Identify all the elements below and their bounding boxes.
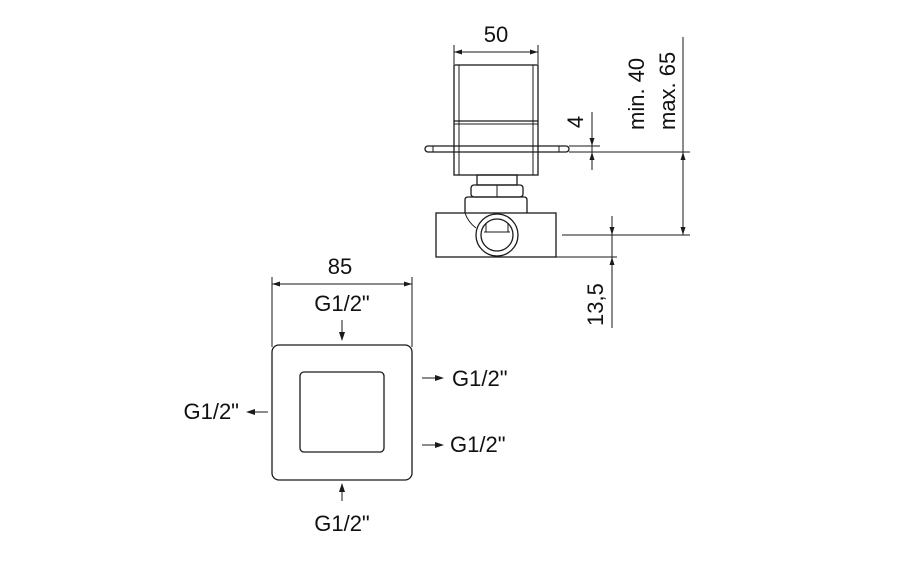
dimension-85: 85 [271,254,413,347]
arrow-right-icon [435,375,444,381]
connection-label: G1/2" [452,366,508,391]
dimension-label: 13,5 [583,283,608,326]
outer-plate [271,344,413,481]
cover-plate [424,145,570,153]
connection-left: G1/2" [183,399,268,424]
connection-right-upper: G1/2" [422,366,508,391]
handle [453,64,539,176]
dimension-depth: min. 40 max. 65 [562,37,690,236]
connection-label: G1/2" [450,432,506,457]
connection-label: G1/2" [314,291,370,316]
valve-body [435,174,557,258]
dimension-label-max: max. 65 [655,52,680,130]
arrow-right-icon [435,442,444,448]
connection-bottom: G1/2" [314,483,370,536]
connection-top: G1/2" [314,291,370,341]
dimension-13-5: 13,5 [556,216,617,328]
dimension-4: 4 [563,112,600,170]
connection-right-lower: G1/2" [422,432,506,457]
front-view: 85 G1/2" G1/2" G1/2" G1/2" G1/2" [183,254,507,536]
dimension-50: 50 [453,22,539,64]
dimension-label: 50 [484,22,508,47]
arrow-down-icon [339,332,345,341]
connection-label: G1/2" [183,399,239,424]
handle-face [299,371,385,453]
arrow-up-icon [339,483,345,492]
dimension-label: 85 [328,254,352,279]
side-view: 50 [424,22,690,328]
connection-label: G1/2" [314,511,370,536]
dimension-label-min: min. 40 [624,58,649,130]
arrow-left-icon [246,409,255,415]
dimension-label: 4 [563,116,588,128]
